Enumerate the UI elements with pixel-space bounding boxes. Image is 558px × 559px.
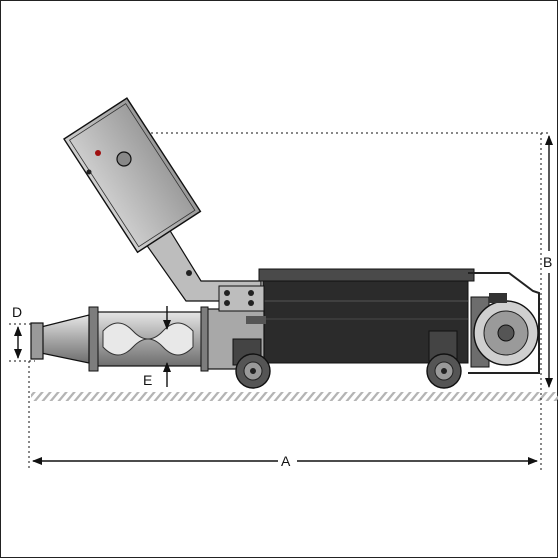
outlet-nozzle (30, 322, 44, 360)
knob-icon (116, 151, 132, 167)
control-box (63, 97, 202, 254)
dimension-d-label: D (12, 304, 22, 320)
machine (30, 97, 540, 389)
wheel-front (232, 338, 271, 389)
motor-guard (468, 272, 540, 374)
dimension-b-label: B (543, 254, 552, 270)
hopper-lid (258, 268, 475, 282)
outlet-cone (40, 314, 90, 364)
rotor-helix (102, 322, 194, 356)
motor (470, 293, 539, 368)
dimension-a-label: A (281, 453, 291, 469)
wheel-rear (426, 330, 462, 389)
ground-hatch (31, 392, 558, 401)
dimension-e-label: E (143, 372, 152, 388)
indicator-light-icon (95, 150, 101, 156)
